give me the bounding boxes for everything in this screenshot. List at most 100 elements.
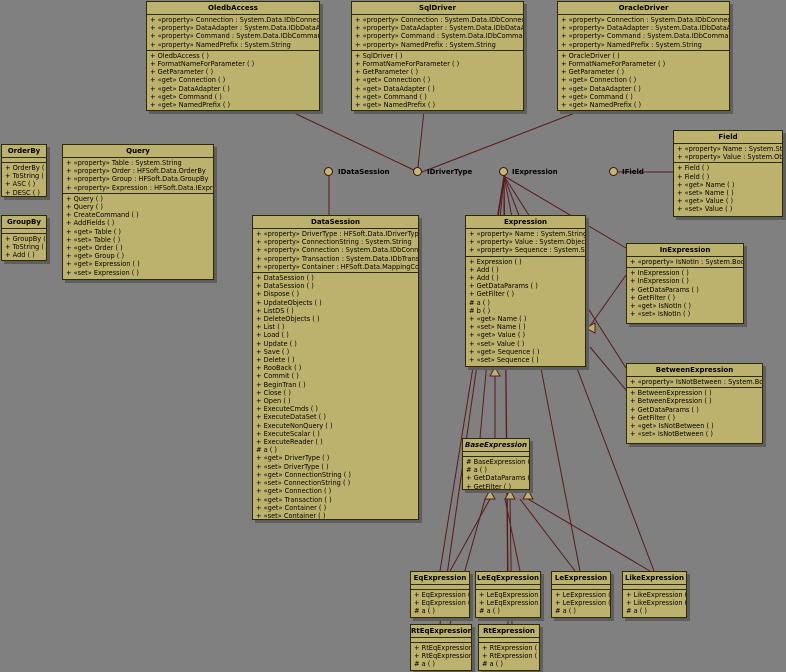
- operation-row: + «get» Command ( ): [150, 92, 222, 101]
- idatasession-label: IDataSession: [338, 168, 390, 176]
- attribute-row: + «property» NamedPrefix : System.String: [150, 40, 291, 49]
- attribute-row: + «property» Connection : System.Data.ID…: [150, 16, 320, 24]
- operation-row: + RtEqExpression ( ): [414, 644, 472, 652]
- operation-row: + Field ( ): [677, 172, 710, 181]
- datasession-operations: + DataSession ( )+ DataSession ( )+ Disp…: [253, 272, 418, 519]
- generalization-arrow: [489, 365, 501, 377]
- operation-row: + «get» DataAdapter ( ): [561, 84, 641, 93]
- between-operations: + BetweenExpression ( )+ BetweenExpressi…: [627, 387, 762, 439]
- operation-row: + GetParameter ( ): [150, 68, 214, 77]
- iexpression-label: IExpression: [512, 168, 558, 176]
- rteq-class-box[interactable]: RtEqExpression + RtEqExpression ( )+ RtEq…: [410, 624, 472, 671]
- operation-row: + RtEqExpression ( ): [414, 652, 472, 661]
- operation-row: + LeExpression ( ): [555, 591, 611, 599]
- query-attributes: + «property» Table : System.String + «pro…: [63, 157, 213, 193]
- attribute-row: + «property» Expression : HFSoft.Data.IE…: [66, 183, 213, 192]
- attribute-row: + «property» Name : System.String: [469, 230, 586, 238]
- operation-row: + «set» Sequence ( ): [469, 356, 539, 365]
- operation-row: + Open ( ): [256, 397, 291, 406]
- le-class-box[interactable]: LeExpression+ LeExpression ( )+ LeExpres…: [551, 571, 611, 618]
- ifield-interface-icon: [609, 167, 618, 176]
- operation-row: + «get» Connection ( ): [256, 487, 332, 496]
- iexpression-interface-icon: [499, 167, 508, 176]
- operation-row: + ToString ( ): [5, 243, 47, 252]
- attribute-row: + «property» Connection : System.Data.ID…: [256, 246, 419, 255]
- operation-row: + «get» NamedPrefix ( ): [355, 101, 436, 110]
- sqldriver-class-box[interactable]: SqlDriver+ «property» Connection : Syste…: [351, 1, 524, 111]
- operation-row: # a ( ): [479, 607, 500, 616]
- datasession-attributes: + «property» DriverType : HFSoft.Data.ID…: [253, 228, 418, 272]
- operation-row: + ASC ( ): [5, 180, 36, 189]
- operation-row: + BetweenExpression ( ): [630, 397, 712, 406]
- inexpression-class-title: InExpression: [659, 246, 711, 254]
- field-class-box[interactable]: Field+ «property» Name : System.String+ …: [673, 130, 783, 217]
- inexpression-to-iexpression-line: [503, 175, 627, 249]
- operation-row: + «get» Sequence ( ): [469, 347, 540, 356]
- like-class-box[interactable]: LikeExpression+ LikeExpression ( )+ Like…: [622, 571, 687, 618]
- operation-row: + «get» DataAdapter ( ): [150, 84, 230, 93]
- leeq-attributes: [476, 584, 540, 589]
- operation-row: + «get» Connection ( ): [355, 76, 431, 85]
- attribute-row: + «property» Transaction : System.Data.I…: [256, 254, 419, 263]
- operation-row: # a ( ): [555, 607, 576, 616]
- operation-row: # a ( ): [414, 607, 435, 616]
- generalization-arrow: [484, 488, 496, 500]
- attribute-row: + «property» Table : System.String: [66, 159, 182, 167]
- sqldriver-to-idrivertype-line: [417, 110, 425, 168]
- rteq-class-title: RtEqExpression: [411, 627, 472, 635]
- operation-row: + LikeExpression ( ): [626, 599, 687, 608]
- operation-row: + List ( ): [256, 323, 285, 332]
- inexpression-attributes: + «property» IsNotIn : System.Boolean: [627, 256, 743, 267]
- operation-row: + Delete ( ): [256, 356, 295, 365]
- oracle-class-title: OracleDriver: [618, 4, 669, 12]
- operation-row: + «get» NamedPrefix ( ): [150, 101, 231, 110]
- operation-row: + BeginTran ( ): [256, 380, 306, 389]
- operation-row: + GetDataParams ( ): [466, 474, 530, 483]
- operation-row: + Add ( ): [5, 251, 35, 260]
- operation-row: + «get» Table ( ): [66, 227, 121, 236]
- operation-row: + FormatNameForParameter ( ): [150, 60, 255, 69]
- datasession-class-box[interactable]: DataSession+ «property» DriverType : HFS…: [252, 215, 419, 520]
- operation-row: + ExecuteDataSet ( ): [256, 413, 326, 422]
- sqldriver-operations: + SqlDriver ( )+ FormatNameForParameter …: [352, 49, 523, 110]
- operation-row: + «get» IsNotIn ( ): [630, 302, 692, 311]
- operation-row: + Commit ( ): [256, 372, 299, 381]
- oledb-class-box[interactable]: OledbAccess+ «property» Connection : Sys…: [146, 1, 320, 111]
- operation-row: + UpdateObjects ( ): [256, 298, 322, 307]
- operation-row: + «set» DriverType ( ): [256, 462, 329, 471]
- orderby-class-box[interactable]: OrderBy+ OrderBy ( )+ ToString ( )+ ASC …: [1, 144, 47, 197]
- like-class-title: LikeExpression: [624, 574, 685, 582]
- attribute-row: + «property» Command : System.Data.IDbCo…: [355, 32, 524, 41]
- baseexpr-class-box[interactable]: BaseExpression# BaseExpression ( )# a ( …: [462, 438, 530, 490]
- idrivertype-label: IDriverType: [427, 168, 473, 176]
- operation-row: + InExpression ( ): [630, 277, 689, 286]
- attribute-row: + «property» ConnectionString : System.S…: [256, 238, 412, 247]
- attribute-row: + «property» DataAdapter : System.Data.I…: [150, 24, 320, 33]
- operation-row: + LeEqExpression ( ): [479, 599, 541, 608]
- operation-row: + Close ( ): [256, 388, 291, 397]
- operation-row: + ListDS ( ): [256, 306, 294, 315]
- expression-class-box[interactable]: Expression+ «property» Name : System.Str…: [465, 215, 586, 367]
- operation-row: + «set» Name ( ): [677, 189, 734, 198]
- eq-class-box[interactable]: EqExpression+ EqExpression ( )+ EqExpres…: [410, 571, 470, 618]
- between-class-box[interactable]: BetweenExpression+ «property» IsNotBetwe…: [626, 363, 763, 444]
- rt-class-box[interactable]: RtExpression+ RtExpression ( )+ RtExpres…: [478, 624, 540, 671]
- field-class-title: Field: [718, 133, 738, 141]
- query-class-box[interactable]: Query+ «property» Table : System.String+…: [62, 144, 214, 280]
- attribute-row: + «property» NamedPrefix : System.String: [561, 40, 702, 49]
- groupby-class-box[interactable]: GroupBy+ GroupBy ( )+ ToString ( )+ Add …: [1, 215, 47, 261]
- baseexpr-attributes: [463, 451, 529, 456]
- orderby-class-title: OrderBy: [7, 147, 41, 155]
- leeq-operations: + LeEqExpression ( )+ LeEqExpression ( )…: [476, 589, 540, 617]
- operation-row: + Query ( ): [66, 194, 103, 203]
- operation-row: + GetFilter ( ): [466, 482, 512, 490]
- operation-row: + GetFilter ( ): [469, 290, 515, 299]
- inexpression-class-box[interactable]: InExpression + «property» IsNotIn : Syste…: [626, 243, 744, 324]
- oracle-class-box[interactable]: OracleDriver+ «property» Connection : Sy…: [557, 1, 730, 111]
- expression-operations: + Expression ( )+ Add ( )+ Add ( )+ GetD…: [466, 255, 585, 366]
- inexpression-inherits-line: [589, 274, 627, 327]
- groupby-attributes: [2, 228, 46, 233]
- leeq-class-box[interactable]: LeEqExpression+ LeEqExpression ( )+ LeEq…: [475, 571, 541, 618]
- baseexpr-operations: # BaseExpression ( )# a ( )+ GetDataPara…: [463, 456, 530, 490]
- sqldriver-attributes: + «property» Connection : System.Data.ID…: [352, 14, 523, 50]
